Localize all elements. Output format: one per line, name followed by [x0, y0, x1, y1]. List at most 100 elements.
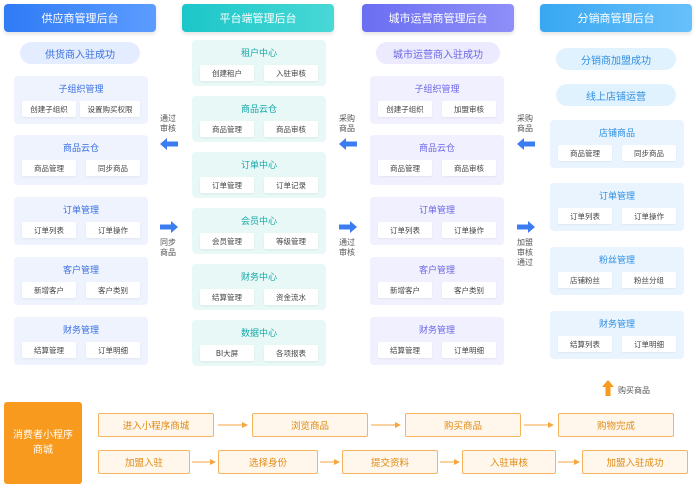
- supplier-card-finance: 财务管理 结算管理 订单明细: [14, 317, 148, 365]
- card-title: 订单管理: [418, 206, 455, 216]
- flow-step-join[interactable]: 加盟入驻: [98, 450, 190, 474]
- card-item[interactable]: BI大屏: [200, 345, 254, 361]
- card-item[interactable]: 结算列表: [558, 336, 612, 352]
- card-item[interactable]: 入驻审核: [264, 65, 318, 81]
- card-title: 租户中心: [240, 49, 277, 59]
- card-item[interactable]: 店铺粉丝: [558, 272, 612, 288]
- card-item[interactable]: 商品管理: [200, 121, 254, 137]
- card-item[interactable]: 商品审核: [264, 121, 318, 137]
- card-title: 商品云仓: [62, 144, 99, 154]
- card-title: 订单中心: [240, 161, 277, 171]
- distributor-pill-joined: 分销商加盟成功: [556, 48, 676, 70]
- flow-step-shopping-done[interactable]: 购物完成: [558, 413, 674, 437]
- card-item[interactable]: 订单管理: [200, 177, 254, 193]
- card-item[interactable]: 同步商品: [622, 145, 676, 161]
- flow-step-choose-identity[interactable]: 选择身份: [218, 450, 318, 474]
- flow-arrow-icon: [218, 422, 248, 428]
- supplier-card-suborg: 子组织管理 创建子组织 设置购买权限: [14, 76, 148, 124]
- city-pill: 城市运营商入驻成功: [376, 42, 500, 64]
- flow-step-review[interactable]: 入驻审核: [462, 450, 556, 474]
- card-item[interactable]: 订单列表: [22, 222, 76, 238]
- card-item[interactable]: 客户类别: [442, 282, 496, 298]
- arrow-label-line: 采购: [339, 114, 355, 123]
- card-item[interactable]: 订单操作: [622, 208, 676, 224]
- card-title: 客户管理: [62, 266, 99, 276]
- card-item[interactable]: 结算管理: [200, 289, 254, 305]
- card-item[interactable]: 商品管理: [378, 160, 432, 176]
- arrow-label-buy-goods: 购买商品: [618, 386, 650, 395]
- card-title: 粉丝管理: [598, 256, 635, 266]
- card-item[interactable]: 结算管理: [22, 342, 76, 358]
- arrow-right-icon: [339, 221, 357, 233]
- flow-arrow-icon: [558, 459, 580, 465]
- flow-step-enter-mall[interactable]: 进入小程序商城: [98, 413, 214, 437]
- distributor-card-store-goods: 店铺商品 商品管理 同步商品: [550, 120, 684, 168]
- platform-card-cloud: 商品云仓 商品管理 商品审核: [192, 96, 326, 142]
- card-item[interactable]: 新增客户: [378, 282, 432, 298]
- arrow-right-icon: [160, 221, 178, 233]
- distributor-pill-online-store: 线上店铺运营: [556, 84, 676, 106]
- supplier-pill: 供货商入驻成功: [20, 42, 140, 64]
- platform-card-finance: 财务中心 结算管理 资金流水: [192, 264, 326, 310]
- distributor-column: 分销商管理后台: [540, 4, 692, 32]
- flow-step-join-success[interactable]: 加盟入驻成功: [582, 450, 688, 474]
- arrow-right-icon: [517, 221, 535, 233]
- card-title: 订单管理: [598, 192, 635, 202]
- arrow-label-line: 商品: [517, 124, 533, 133]
- card-item[interactable]: 粉丝分组: [622, 272, 676, 288]
- flow-step-submit-info[interactable]: 提交资料: [342, 450, 438, 474]
- flow-arrow-icon: [524, 422, 554, 428]
- city-header: 城市运营商管理后台: [362, 4, 514, 32]
- arrow-label-purchase-goods-2: 采购 商品: [517, 114, 533, 134]
- arrow-left-icon: [160, 138, 178, 150]
- flow-arrow-icon: [320, 459, 340, 465]
- card-title: 店铺商品: [598, 129, 635, 139]
- arrow-label-line: 通过: [160, 114, 176, 123]
- arrow-label-purchase-goods: 采购 商品: [339, 114, 355, 134]
- card-item[interactable]: 各项报表: [264, 345, 318, 361]
- card-item[interactable]: 加盟审核: [442, 101, 496, 117]
- flow-step-browse-goods[interactable]: 浏览商品: [252, 413, 368, 437]
- card-item[interactable]: 订单列表: [378, 222, 432, 238]
- card-title: 子组织管理: [414, 85, 460, 95]
- flow-arrow-icon: [192, 459, 216, 465]
- supplier-column: 供应商管理后台: [4, 4, 156, 32]
- card-title: 会员中心: [240, 217, 277, 227]
- card-item[interactable]: 创建子组织: [22, 101, 76, 117]
- card-item[interactable]: 订单记录: [264, 177, 318, 193]
- card-item[interactable]: 设置购买权限: [80, 101, 140, 117]
- distributor-card-fans: 粉丝管理 店铺粉丝 粉丝分组: [550, 247, 684, 295]
- card-item[interactable]: 资金流水: [264, 289, 318, 305]
- card-item[interactable]: 订单明细: [622, 336, 676, 352]
- card-item[interactable]: 创建租户: [200, 65, 254, 81]
- city-column: 城市运营商管理后台: [362, 4, 514, 32]
- card-item[interactable]: 同步商品: [86, 160, 140, 176]
- card-item[interactable]: 订单明细: [86, 342, 140, 358]
- card-item[interactable]: 创建子组织: [378, 101, 432, 117]
- card-title: 商品云仓: [418, 144, 455, 154]
- card-item[interactable]: 等级管理: [264, 233, 318, 249]
- card-item[interactable]: 结算管理: [378, 342, 432, 358]
- arrow-left-icon: [517, 138, 535, 150]
- arrow-up-icon: [602, 380, 614, 396]
- card-item[interactable]: 商品管理: [558, 145, 612, 161]
- city-card-order: 订单管理 订单列表 订单操作: [370, 197, 504, 245]
- supplier-card-customer: 客户管理 新增客户 客户类别: [14, 257, 148, 305]
- card-item[interactable]: 客户类别: [86, 282, 140, 298]
- flow-step-buy-goods[interactable]: 购买商品: [405, 413, 521, 437]
- card-title: 客户管理: [418, 266, 455, 276]
- card-item[interactable]: 订单列表: [558, 208, 612, 224]
- card-item[interactable]: 订单明细: [442, 342, 496, 358]
- card-item[interactable]: 订单操作: [442, 222, 496, 238]
- platform-card-order: 订单中心 订单管理 订单记录: [192, 152, 326, 198]
- platform-header: 平台端管理后台: [182, 4, 334, 32]
- arrow-label-line: 商品: [160, 248, 176, 257]
- arrow-label-join-review: 加盟 审核 通过: [517, 238, 533, 268]
- card-item[interactable]: 会员管理: [200, 233, 254, 249]
- card-item[interactable]: 商品审核: [442, 160, 496, 176]
- card-item[interactable]: 商品管理: [22, 160, 76, 176]
- consumer-mini-program-box: 消费者小程序商城: [4, 402, 82, 484]
- supplier-header: 供应商管理后台: [4, 4, 156, 32]
- card-item[interactable]: 新增客户: [22, 282, 76, 298]
- card-item[interactable]: 订单操作: [86, 222, 140, 238]
